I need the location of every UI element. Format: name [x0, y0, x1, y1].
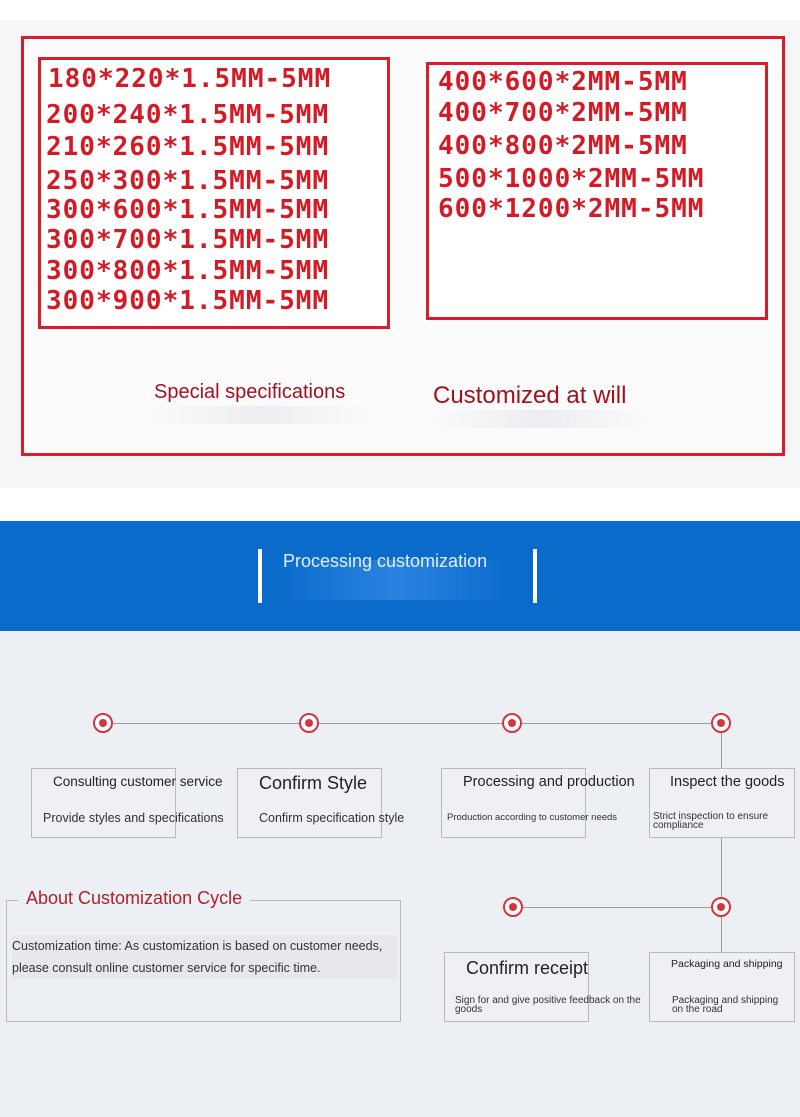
- caption-glow: [430, 410, 650, 428]
- spec-size: 300*700*1.5MM-5MM: [46, 225, 330, 255]
- customized-caption: Customized at will: [433, 382, 627, 409]
- spec-size: 400*600*2MM-5MM: [438, 67, 688, 97]
- banner-divider-right: [533, 549, 537, 603]
- spec-size: 400*700*2MM-5MM: [438, 98, 688, 128]
- step-card: [649, 768, 795, 838]
- step-node: [502, 713, 522, 733]
- banner-title: Processing customization: [283, 551, 488, 571]
- flow-line-bottom: [513, 907, 721, 908]
- step-node: [711, 897, 731, 917]
- step-card: [649, 952, 795, 1022]
- special-spec-box: 180*220*1.5MM-5MM 200*240*1.5MM-5MM 210*…: [38, 57, 390, 329]
- spec-size: 180*220*1.5MM-5MM: [48, 64, 332, 94]
- spec-size: 600*1200*2MM-5MM: [438, 194, 705, 224]
- step-node: [711, 713, 731, 733]
- about-cycle-title: About Customization Cycle: [18, 888, 251, 909]
- custom-spec-box: 400*600*2MM-5MM 400*700*2MM-5MM 400*800*…: [426, 62, 768, 320]
- step-subtitle: Confirm specification style: [259, 811, 405, 825]
- step-title: Consulting customer service: [53, 774, 223, 789]
- step-title: Confirm receipt: [466, 958, 589, 978]
- spec-size: 300*600*1.5MM-5MM: [46, 195, 330, 225]
- caption-glow: [150, 406, 370, 424]
- special-spec-caption: Special specifications: [154, 381, 346, 403]
- step-title: Processing and production: [463, 774, 635, 790]
- about-cycle-text: Customization time: As customization is …: [12, 935, 397, 979]
- step-subtitle: Provide styles and specifications: [43, 811, 224, 825]
- step-title: Confirm Style: [259, 773, 368, 793]
- flow-line-drop-2: [721, 838, 722, 908]
- spec-size: 500*1000*2MM-5MM: [438, 164, 705, 194]
- flow-line-drop-1: [721, 723, 722, 768]
- spec-size: 400*800*2MM-5MM: [438, 131, 688, 161]
- flow-line-drop-3: [721, 908, 722, 952]
- step-node: [93, 713, 113, 733]
- step-card: [31, 768, 176, 838]
- spec-size: 210*260*1.5MM-5MM: [46, 132, 330, 162]
- step-subtitle: Production according to customer needs: [447, 812, 618, 823]
- banner-divider-left: [258, 549, 262, 603]
- step-title: Inspect the goods: [670, 774, 785, 790]
- step-title: Packaging and shipping: [671, 958, 783, 970]
- step-node: [299, 713, 319, 733]
- spec-size: 250*300*1.5MM-5MM: [46, 166, 330, 196]
- step-card: [237, 768, 382, 838]
- step-subtitle: Packaging and shipping on the road: [672, 995, 779, 1015]
- spec-size: 300*800*1.5MM-5MM: [46, 256, 330, 286]
- spec-size: 200*240*1.5MM-5MM: [46, 100, 330, 130]
- process-section-background: [0, 631, 800, 1117]
- spec-size: 300*900*1.5MM-5MM: [46, 286, 330, 316]
- banner-glow: [275, 560, 515, 600]
- step-subtitle: Strict inspection to ensure compliance: [653, 811, 769, 831]
- step-subtitle: Sign for and give positive feedback on t…: [455, 995, 641, 1015]
- step-node: [503, 897, 523, 917]
- flow-line-top: [103, 723, 723, 724]
- step-card: [441, 768, 586, 838]
- step-card: [444, 952, 589, 1022]
